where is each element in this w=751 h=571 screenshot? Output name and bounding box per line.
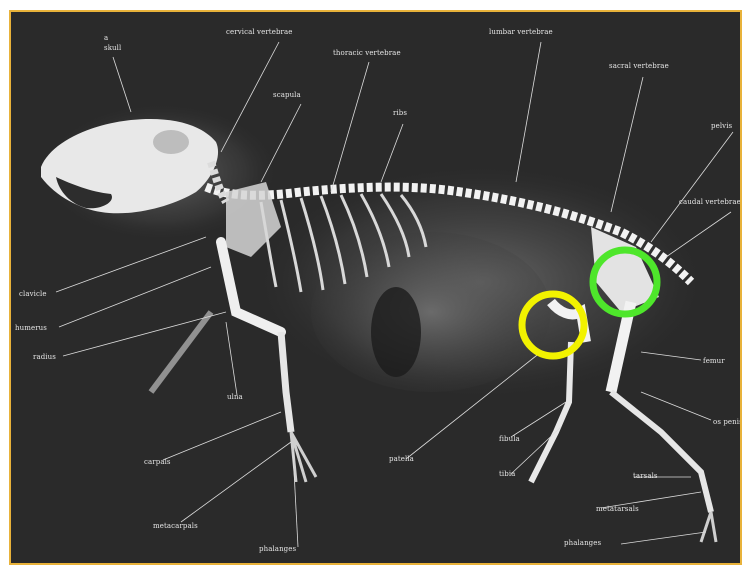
scapula-label: scapula: [273, 91, 301, 99]
fibula-label: fibula: [499, 435, 520, 443]
caudal-vertebrae-label: caudal vertebrae: [679, 198, 741, 206]
carpals-label: carpals: [144, 458, 171, 466]
hind-foot: [701, 512, 716, 542]
thoracic-vertebrae-label: thoracic vertebrae: [333, 49, 401, 57]
cervical-vertebrae-label: cervical vertebrae: [226, 28, 293, 36]
phalanges-hind-label: phalanges: [564, 539, 601, 547]
pelvis-label: pelvis: [711, 122, 732, 130]
skull-label: skull: [104, 44, 121, 52]
gut-shadow: [371, 287, 421, 377]
patella-label: patella: [389, 455, 414, 463]
hind-lower-leg-far: [611, 392, 711, 512]
tarsals-label: tarsals: [633, 472, 658, 480]
ribs-label: ribs: [393, 109, 407, 117]
ulna-label: ulna: [227, 393, 243, 401]
metatarsals-label: metatarsals: [596, 505, 639, 513]
radius-label: radius: [33, 353, 56, 361]
tibia-label: tibia: [499, 470, 515, 478]
eye-orbit: [153, 130, 189, 154]
phalanges-front-label: phalanges: [259, 545, 296, 553]
abdomen-shadow: [311, 232, 551, 392]
os-penis-label: os penis: [713, 418, 742, 426]
lumbar-vertebrae-label: lumbar vertebrae: [489, 28, 553, 36]
femur-label: femur: [703, 357, 725, 365]
xray-panel: a skull cervical vertebrae thoracic vert…: [9, 10, 742, 565]
skull-mark-label: a: [104, 34, 108, 42]
metacarpals-label: metacarpals: [153, 522, 198, 530]
clavicle-label: clavicle: [19, 290, 47, 298]
skeleton-illustration: [11, 12, 742, 565]
humerus-label: humerus: [15, 324, 47, 332]
front-foot: [291, 432, 316, 482]
sacral-vertebrae-label: sacral vertebrae: [609, 62, 669, 70]
